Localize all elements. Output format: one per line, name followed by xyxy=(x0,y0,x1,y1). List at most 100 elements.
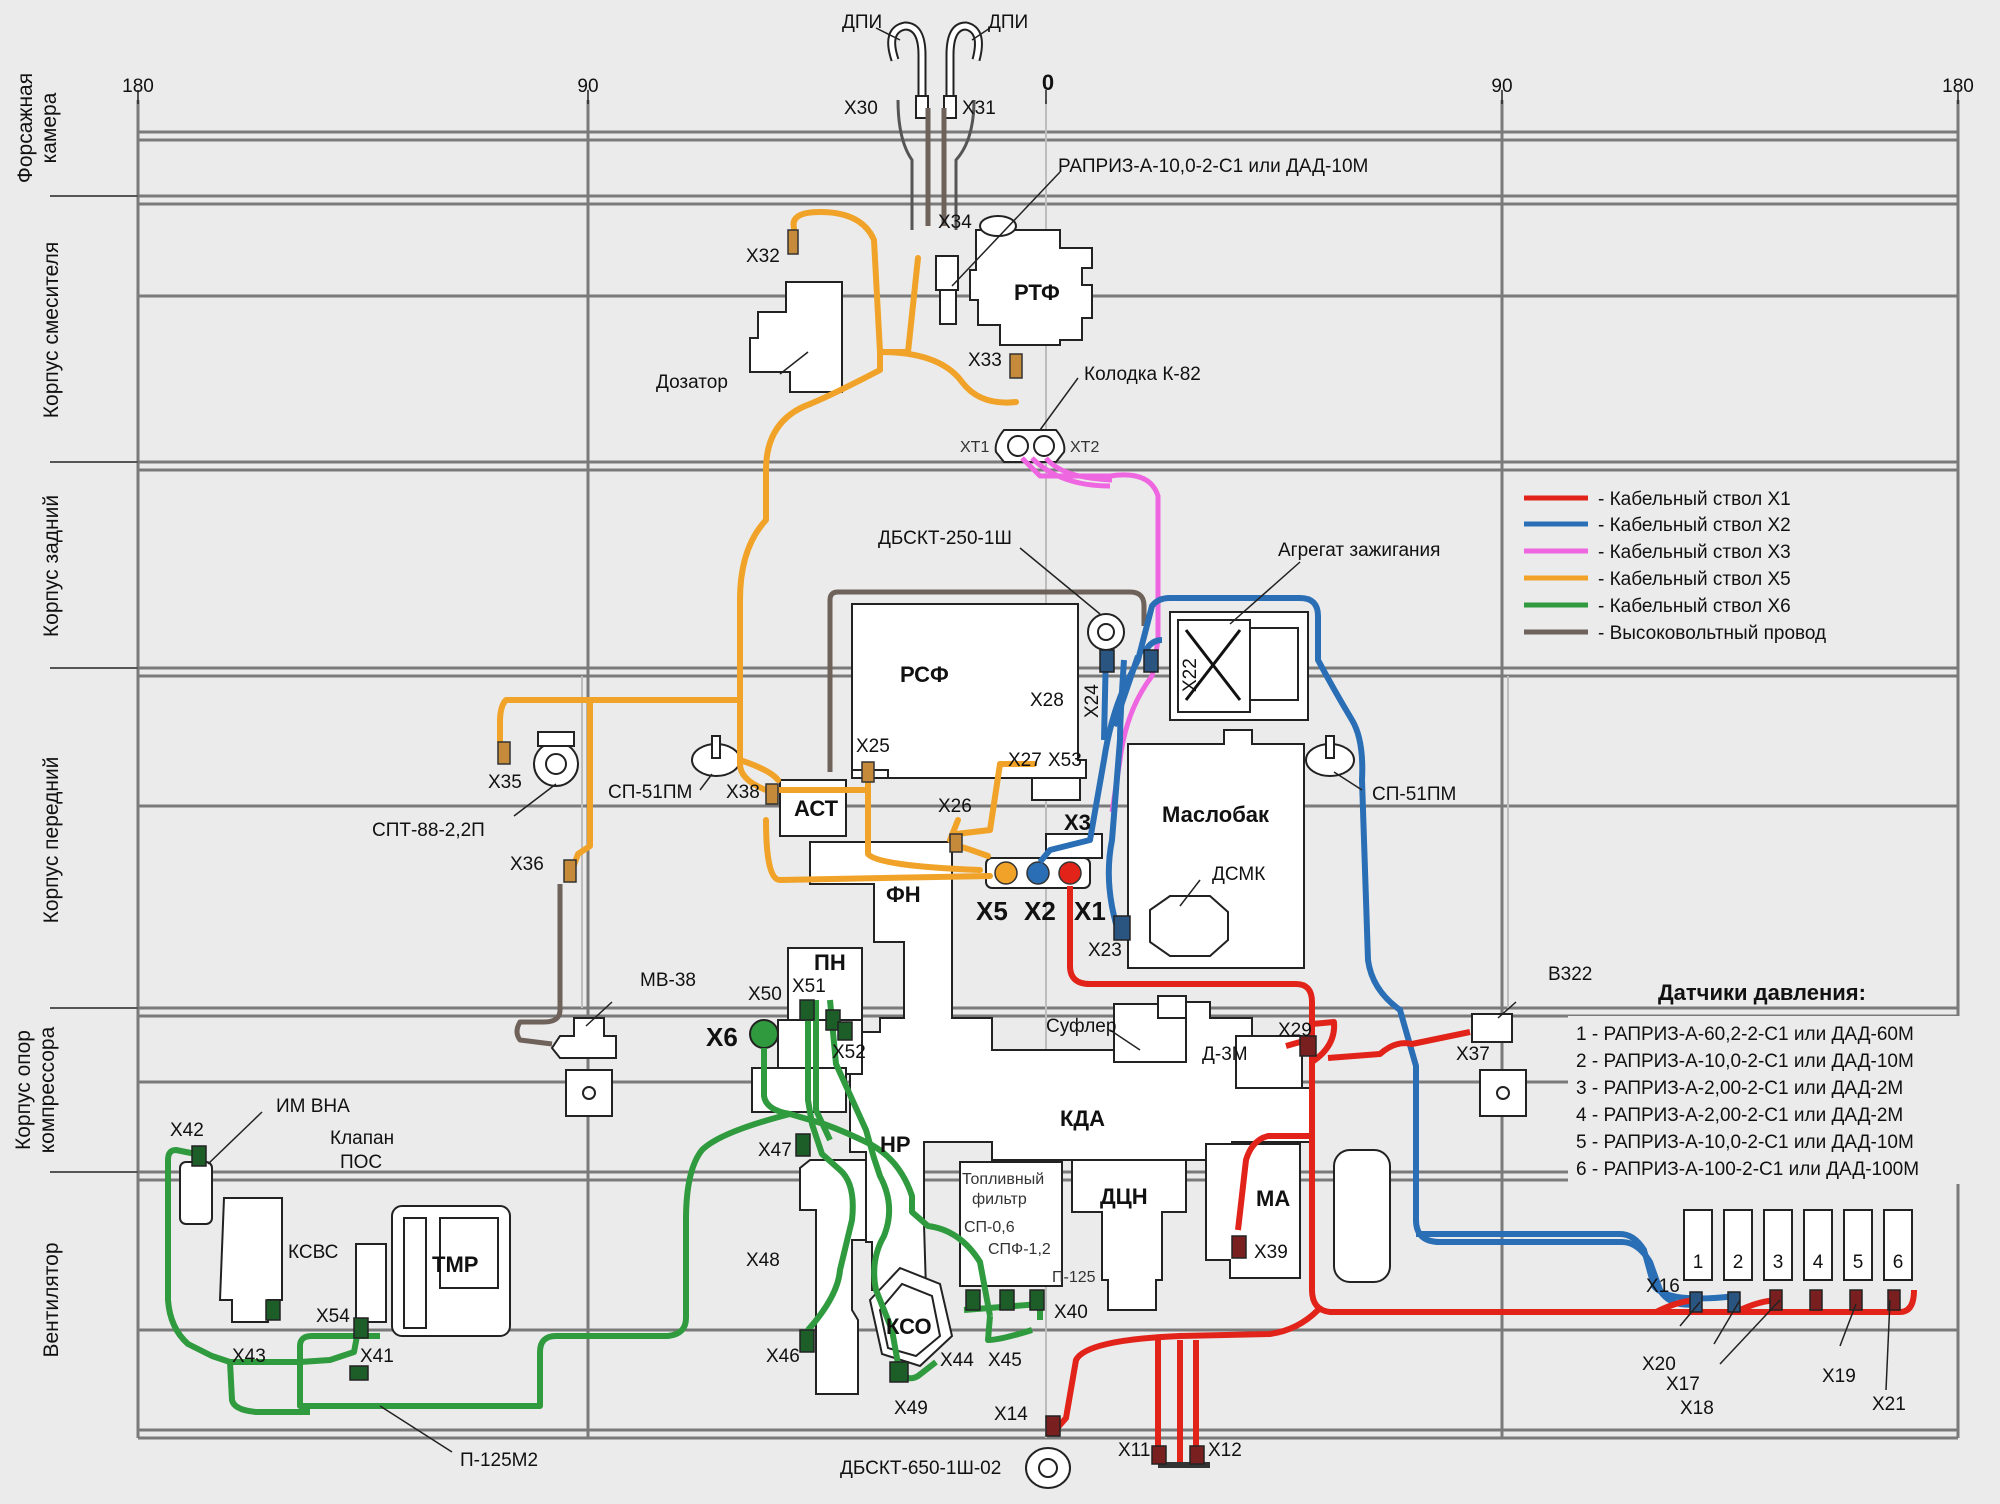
label-mv38: МВ-38 xyxy=(640,970,696,991)
label-dcn: ДЦН xyxy=(1100,1184,1148,1209)
label-x28: X28 xyxy=(1030,690,1064,711)
label-agregat: Агрегат зажигания xyxy=(1278,540,1440,561)
label-x2: X2 xyxy=(1024,896,1056,926)
label-toplivny: Топливный xyxy=(962,1171,1044,1188)
legend-label-x5: - Кабельный ствол X5 xyxy=(1598,569,1791,590)
scale: 180 90 0 90 180 xyxy=(122,70,1974,97)
label-x30: X30 xyxy=(844,98,878,119)
pressure-item-1: 1 - РАПРИЗ-А-60,2-2-С1 или ДАД-60М xyxy=(1576,1024,1914,1045)
label-x26: X26 xyxy=(938,796,972,817)
mv38-sensor xyxy=(550,1017,617,1059)
label-sufler: Суфлер xyxy=(1046,1016,1116,1037)
label-x44: X44 xyxy=(940,1350,974,1371)
label-dbskt650: ДБСКТ-650-1Ш-02 xyxy=(840,1458,1001,1479)
zone-mixer: Корпус смесителя xyxy=(40,242,63,418)
zone-compressor: Корпус опоркомпрессора xyxy=(12,1026,59,1153)
label-kda: КДА xyxy=(1060,1106,1105,1131)
label-kolodka: Колодка К-82 xyxy=(1084,364,1201,385)
label-x14: X14 xyxy=(994,1404,1028,1425)
ksvs xyxy=(355,1243,387,1323)
label-x22: X22 xyxy=(1180,658,1201,692)
sensor-number-6: 6 xyxy=(1893,1252,1904,1273)
label-dozator: Дозатор xyxy=(656,372,728,393)
label-d3m: Д-3М xyxy=(1202,1044,1248,1065)
label-xt1: XT1 xyxy=(960,439,989,456)
fuel-filter xyxy=(959,1161,1063,1287)
components xyxy=(179,21,1913,1489)
zone-labels: Форсажнаякамера Корпус смесителя Корпус … xyxy=(12,73,63,1358)
label-x37: X37 xyxy=(1456,1044,1490,1065)
label-rapriz-top: РАПРИЗ-А-10,0-2-С1 или ДАД-10М xyxy=(1058,156,1368,177)
label-x1: X1 xyxy=(1074,896,1106,926)
pressure-item-3: 3 - РАПРИЗ-А-2,00-2-С1 или ДАД-2М xyxy=(1576,1078,1903,1099)
label-x21: X21 xyxy=(1872,1394,1906,1415)
zone-afterburner: Форсажнаякамера xyxy=(14,73,61,183)
label-x29: X29 xyxy=(1278,1020,1312,1041)
label-x50: X50 xyxy=(748,984,782,1005)
sensor-number-5: 5 xyxy=(1853,1252,1864,1273)
label-x43: X43 xyxy=(232,1346,266,1367)
label-fn: ФН xyxy=(886,882,921,907)
label-x11: X11 xyxy=(1118,1440,1150,1461)
label-x34: X34 xyxy=(938,212,972,233)
label-x52: X52 xyxy=(832,1042,866,1063)
sensor-number-4: 4 xyxy=(1813,1252,1824,1273)
scale-left-180: 180 xyxy=(122,76,154,97)
label-x20: X20 xyxy=(1642,1354,1676,1375)
scale-right-90: 90 xyxy=(1491,76,1512,97)
label-x36: X36 xyxy=(510,854,544,875)
label-x35: X35 xyxy=(488,772,522,793)
zone-fan: Вентилятор xyxy=(40,1243,63,1358)
label-x25: X25 xyxy=(856,736,890,757)
label-x53: X53 xyxy=(1048,750,1082,771)
label-x49: X49 xyxy=(894,1398,928,1419)
rtf-unit xyxy=(969,229,1093,346)
leaders xyxy=(207,27,1891,1453)
pressure-item-5: 5 - РАПРИЗ-А-10,0-2-С1 или ДАД-10М xyxy=(1576,1132,1914,1153)
pressure-title: Датчики давления: xyxy=(1658,980,1866,1005)
label-spt: СПТ-88-2,2П xyxy=(372,820,485,841)
ma-unit xyxy=(1205,1143,1301,1279)
label-x39: X39 xyxy=(1254,1242,1288,1263)
label-x18: X18 xyxy=(1680,1398,1714,1419)
label-nr: НР xyxy=(880,1132,911,1157)
label-spf12: СПФ-1,2 xyxy=(988,1241,1051,1258)
legend-label-x6: - Кабельный ствол X6 xyxy=(1598,596,1791,617)
label-rtf: РТФ xyxy=(1014,280,1060,305)
pressure-item-6: 6 - РАПРИЗ-А-100-2-С1 или ДАД-100М xyxy=(1576,1159,1919,1180)
label-x12: X12 xyxy=(1208,1440,1242,1461)
cable-hv xyxy=(514,108,1147,1047)
label-pn: ПН xyxy=(814,950,846,975)
label-x32: X32 xyxy=(746,246,780,267)
label-x23: X23 xyxy=(1088,940,1122,961)
labels: ДПИ ДПИ X30 X31 РАПРИЗ-А-10,0-2-С1 или Д… xyxy=(170,12,1906,1479)
label-rsf: РСФ xyxy=(900,662,949,687)
dpi-wires xyxy=(896,99,976,230)
legend-label-x3: - Кабельный ствол X3 xyxy=(1598,542,1791,563)
label-x51: X51 xyxy=(792,976,826,997)
label-xt2: XT2 xyxy=(1070,439,1099,456)
label-ast: АСТ xyxy=(794,796,839,821)
cable-x1 xyxy=(1049,886,1917,1462)
label-x38: X38 xyxy=(726,782,760,803)
label-tmr: ТМР xyxy=(432,1252,478,1277)
zone-rear: Корпус задний xyxy=(40,495,63,637)
pressure-list: Датчики давления: 1 - РАПРИЗ-А-60,2-2-С1… xyxy=(1568,980,1978,1184)
label-p125: П-125 xyxy=(1052,1269,1096,1286)
label-x54: X54 xyxy=(316,1306,350,1327)
plugs xyxy=(497,229,1023,883)
label-sp06: СП-0,6 xyxy=(964,1219,1015,1236)
label-im-vna: ИМ ВНА xyxy=(276,1096,350,1117)
label-filtr: фильтр xyxy=(972,1191,1027,1208)
label-x24: X24 xyxy=(1082,684,1103,718)
label-dbskt250: ДБСКТ-250-1Ш xyxy=(878,528,1012,549)
cable-x6 xyxy=(165,999,1043,1415)
label-kso: КСО xyxy=(886,1314,932,1339)
dozator-unit xyxy=(749,281,843,393)
label-x42: X42 xyxy=(170,1120,204,1141)
sensor-numbers: 1 2 3 4 5 6 xyxy=(1693,1252,1904,1273)
label-x27: X27 xyxy=(1008,750,1042,771)
label-dpi-left: ДПИ xyxy=(842,12,882,33)
label-x45: X45 xyxy=(988,1350,1022,1371)
